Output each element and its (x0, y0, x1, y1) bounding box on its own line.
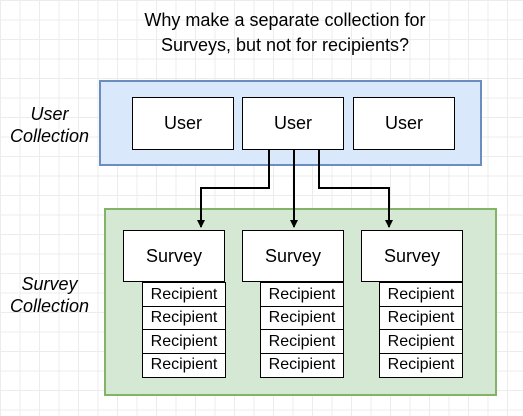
user-box-1: User (132, 97, 234, 150)
recipient-item: Recipient (260, 352, 344, 378)
survey-collection-label-line-2: Collection (9, 296, 90, 316)
survey-box-1: Survey (123, 230, 225, 282)
user-collection-label-line-1: User (30, 104, 69, 124)
recipient-item: Recipient (379, 352, 463, 378)
user-collection-label: User Collection (2, 103, 97, 147)
recipient-item: Recipient (142, 282, 226, 307)
title-line-2: Surveys, but not for recipients? (160, 35, 410, 55)
survey-collection-label-line-1: Survey (21, 274, 78, 294)
user-collection-label-line-2: Collection (9, 126, 90, 146)
recipient-item: Recipient (260, 305, 344, 331)
survey-box-2: Survey (242, 230, 344, 282)
recipient-item: Recipient (260, 282, 344, 307)
recipient-list-2: Recipient Recipient Recipient Recipient (260, 282, 344, 378)
arrow-to-survey-3 (318, 150, 393, 228)
diagram-title: Why make a separate collection for Surve… (110, 8, 460, 58)
user-box-2: User (242, 97, 344, 150)
recipient-item: Recipient (379, 329, 463, 354)
title-line-1: Why make a separate collection for (144, 10, 426, 30)
arrow-to-survey-1 (197, 150, 270, 228)
recipient-item: Recipient (142, 305, 226, 331)
survey-box-3: Survey (361, 230, 463, 282)
recipient-list-1: Recipient Recipient Recipient Recipient (142, 282, 226, 378)
survey-collection-label: Survey Collection (2, 273, 97, 317)
recipient-item: Recipient (142, 329, 226, 354)
recipient-item: Recipient (142, 352, 226, 378)
recipient-item: Recipient (379, 282, 463, 307)
recipient-item: Recipient (260, 329, 344, 354)
user-box-3: User (353, 97, 455, 150)
recipient-list-3: Recipient Recipient Recipient Recipient (379, 282, 463, 378)
